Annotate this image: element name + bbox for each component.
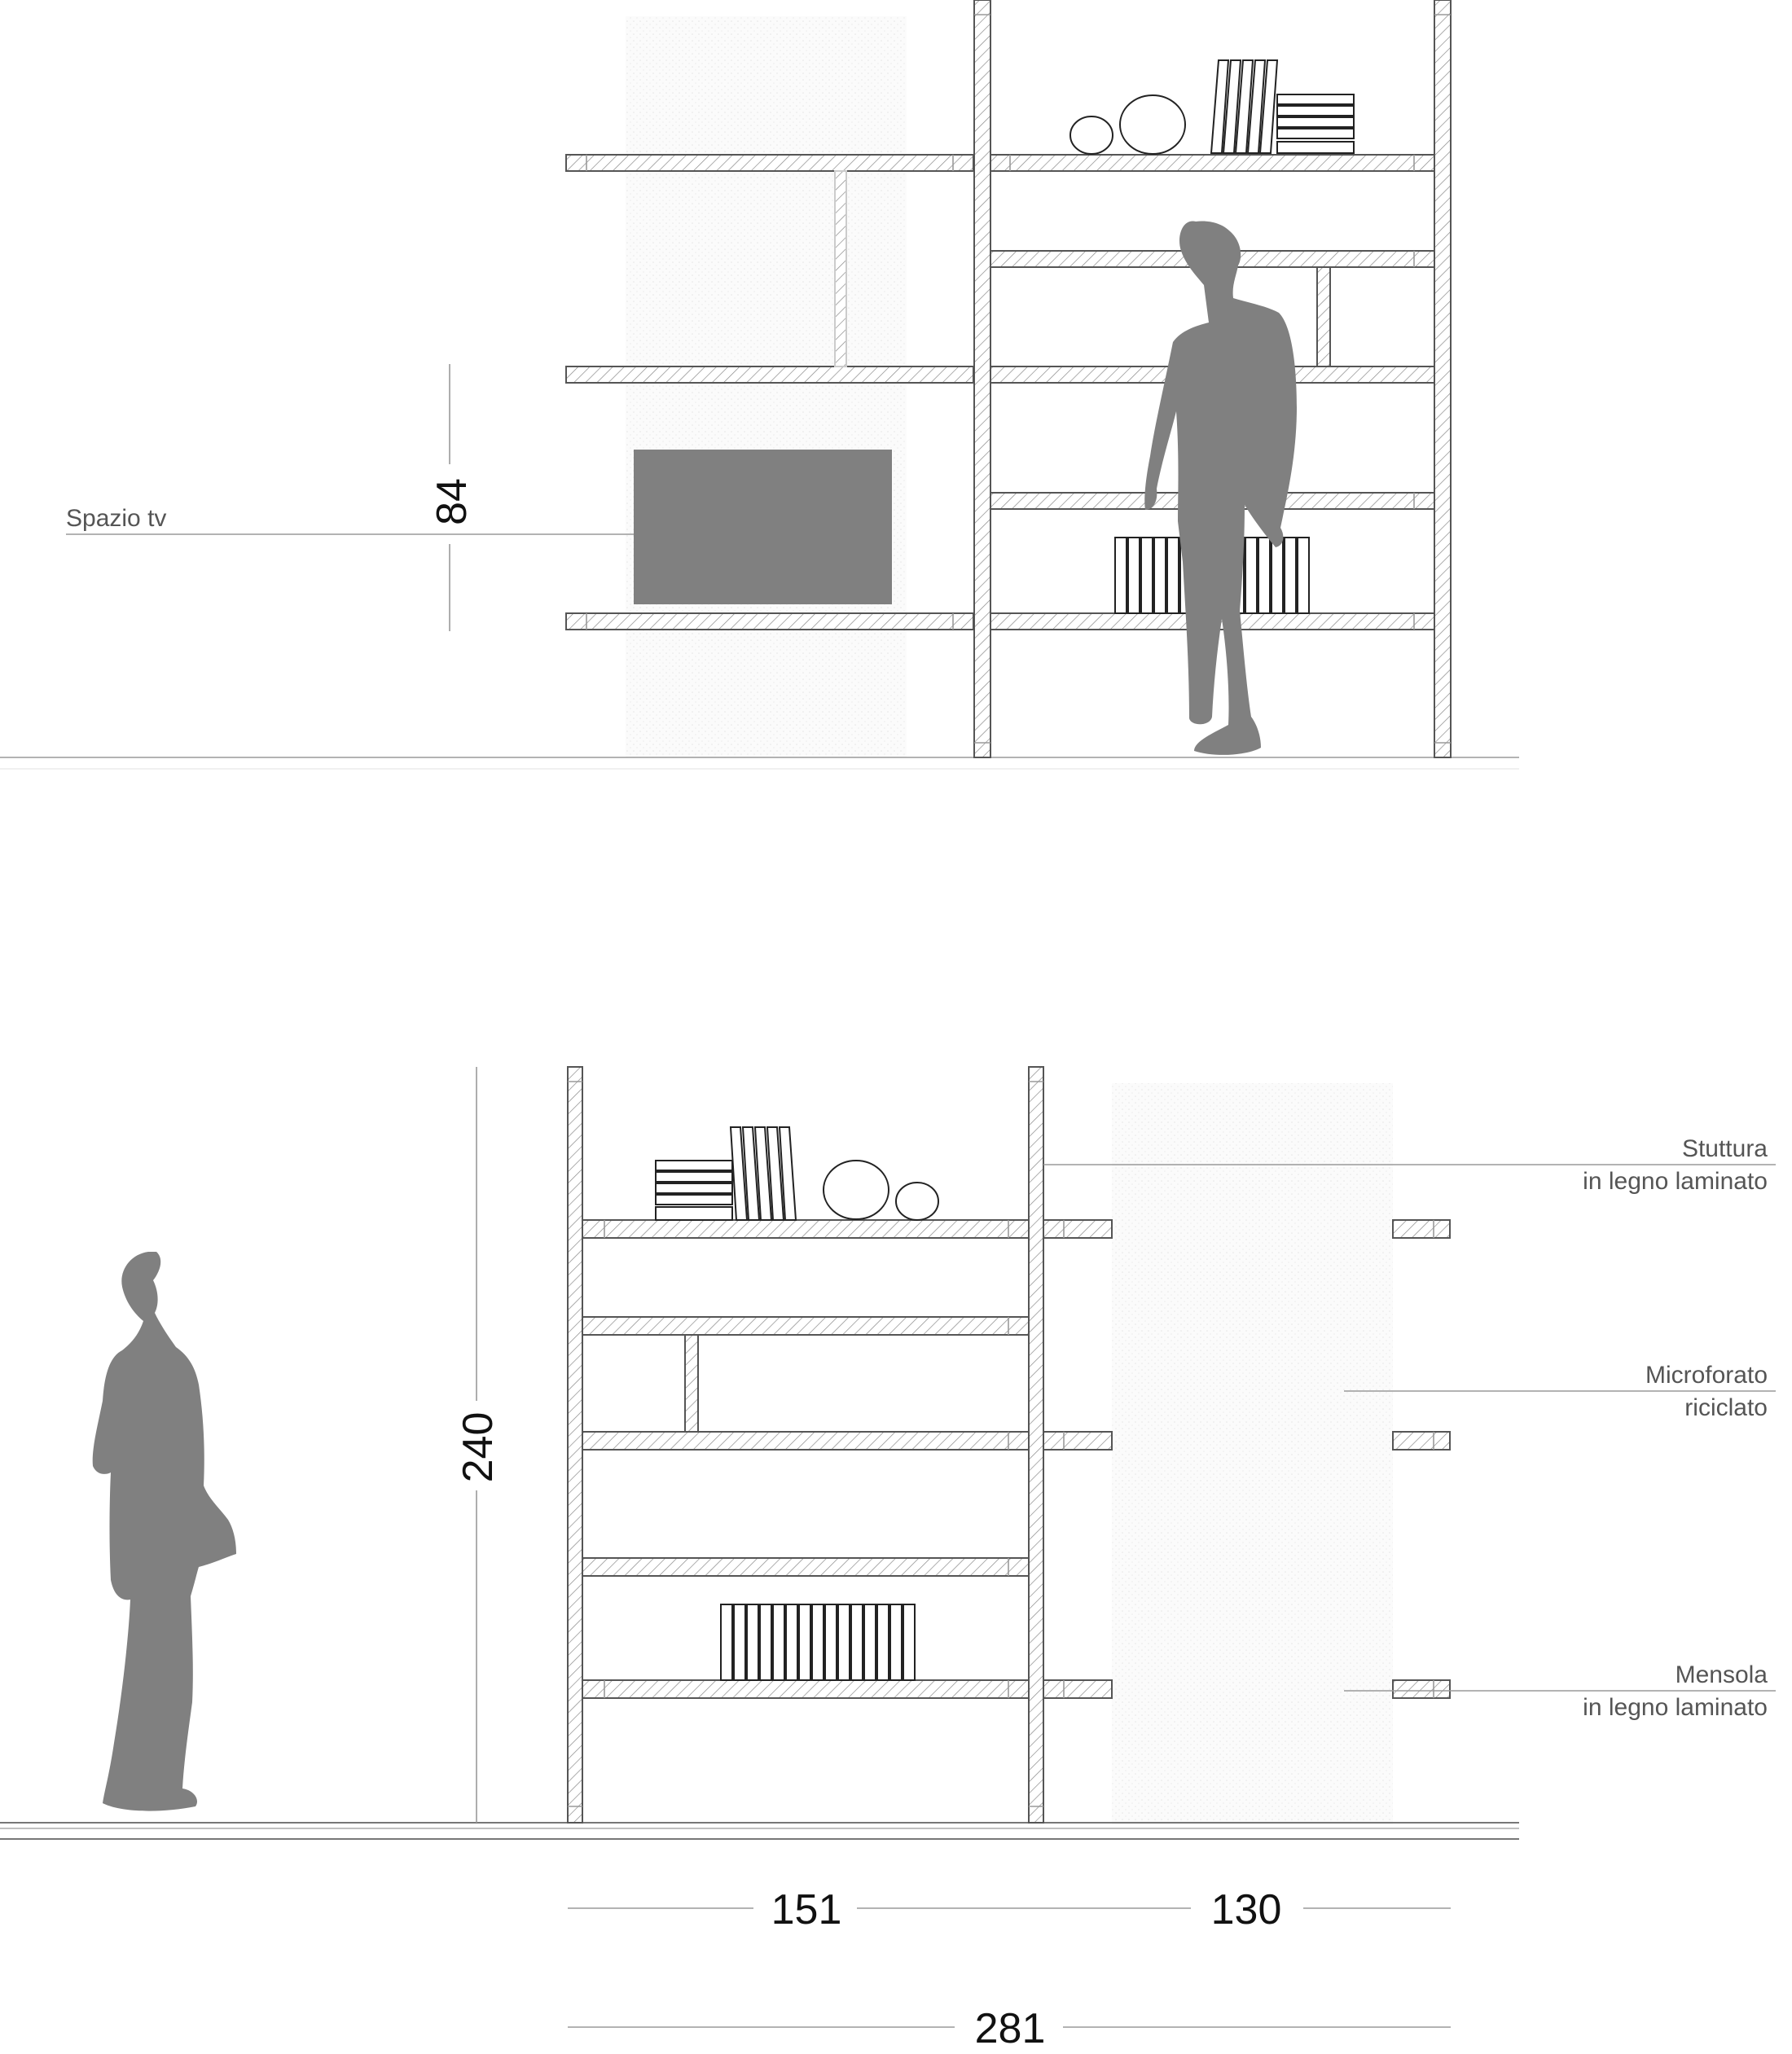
label-perforated-1: Microforato	[1645, 1362, 1768, 1389]
upright-top-center	[973, 0, 991, 758]
shelf-top-left-3	[565, 612, 974, 630]
shelf-top-left-1	[565, 154, 974, 172]
shelf-bottom-left-2	[582, 1316, 1030, 1336]
shelves-bottom-right	[1043, 1219, 1451, 1699]
dim-left-width: 151	[771, 1886, 842, 1933]
divider-top-right	[1316, 266, 1331, 367]
dim-right-width: 130	[1211, 1886, 1282, 1933]
label-shelf-2: in legno laminato	[1583, 1694, 1768, 1721]
dim-total-width: 281	[975, 2005, 1046, 2052]
shelf-bottom-left-3	[582, 1431, 1030, 1451]
bottom-elevation: 240 Stuttura in legno laminato Microfora…	[0, 1066, 1776, 2052]
top-shelf-objects-bottom	[655, 1126, 939, 1221]
person-silhouette-top	[1144, 221, 1297, 755]
dim-total-height: 240	[455, 1412, 502, 1483]
shelf-bottom-left-4	[582, 1557, 1030, 1577]
perforated-panel-top	[626, 16, 907, 757]
label-structure-1: Stuttura	[1682, 1135, 1768, 1162]
upright-top-right	[1434, 0, 1452, 758]
label-structure-2: in legno laminato	[1583, 1168, 1768, 1195]
perforated-panel-bottom	[1112, 1083, 1393, 1824]
top-elevation: 84 Spazio tv	[0, 0, 1519, 770]
divider-bottom	[684, 1334, 699, 1433]
dim-tv-height: 84	[428, 478, 476, 525]
label-tv-space: Spazio tv	[66, 505, 166, 532]
shelf-top-right-1	[990, 154, 1435, 172]
upright-bottom-left	[567, 1066, 583, 1824]
tv-screen	[634, 450, 892, 604]
shelf-top-left-2	[565, 366, 974, 384]
divider-top-left	[834, 170, 847, 367]
bottom-shelf-books-bottom	[720, 1604, 916, 1681]
shelf-bottom-left-5	[582, 1679, 1030, 1699]
person-silhouette-bottom	[92, 1252, 236, 1811]
label-shelf-1: Mensola	[1676, 1661, 1768, 1688]
shelf-bottom-left-1	[582, 1219, 1030, 1239]
label-perforated-2: riciclato	[1684, 1394, 1768, 1421]
top-shelf-objects	[1069, 59, 1355, 155]
upright-bottom-center	[1028, 1066, 1044, 1824]
